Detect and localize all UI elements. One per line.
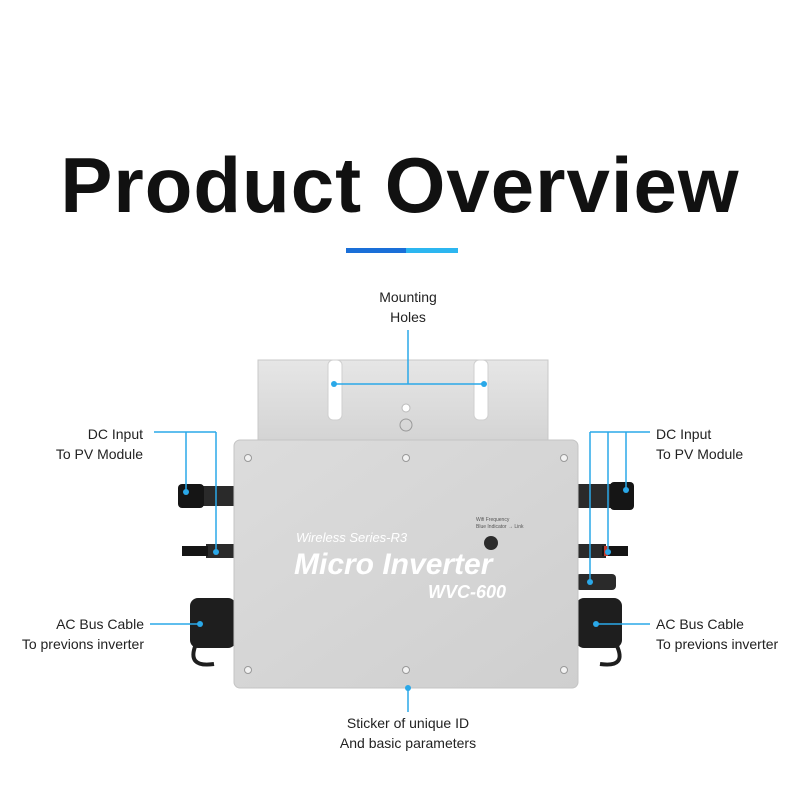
indicator-led	[484, 536, 498, 550]
callout-line: DC Input	[87, 426, 143, 442]
leader-dot	[331, 381, 337, 387]
device-series: Wireless Series-R3	[296, 530, 408, 545]
callout-dc-input-left: DC Input To PV Module	[20, 424, 143, 464]
ac-connector-right	[576, 598, 622, 667]
leader-dots	[183, 381, 629, 691]
dc-connector-left-lower	[182, 544, 236, 558]
device-small-print: Blue Indicator → Link	[476, 524, 524, 530]
device-name: Micro Inverter	[294, 548, 495, 581]
screw	[244, 454, 252, 462]
title-underline	[346, 248, 458, 253]
callout-line: AC Bus Cable	[656, 616, 744, 632]
callout-line: Holes	[390, 309, 426, 325]
callout-line: DC Input	[656, 426, 712, 442]
mounting-slot-right	[473, 359, 489, 421]
callout-line: To previons inverter	[656, 636, 779, 652]
callout-ac-bus-left: AC Bus Cable To previons inverter	[4, 614, 144, 654]
callout-line: Mounting	[379, 289, 437, 305]
callout-mounting-holes: Mounting Holes	[348, 287, 468, 327]
callout-ac-bus-right: AC Bus Cable To previons inverter	[656, 614, 798, 654]
screw	[560, 454, 568, 462]
underline-light-segment	[406, 248, 458, 253]
callout-sticker: Sticker of unique ID And basic parameter…	[318, 713, 498, 753]
screw	[560, 666, 568, 674]
ground-symbol	[399, 418, 413, 432]
leader-dot	[183, 489, 189, 495]
callout-dc-input-right: DC Input To PV Module	[656, 424, 796, 464]
screw	[244, 666, 252, 674]
callout-line: And basic parameters	[339, 735, 477, 751]
antenna-right	[576, 574, 616, 590]
underline-dark-segment	[346, 248, 406, 253]
leader-dot	[623, 487, 629, 493]
leader-dot	[481, 381, 487, 387]
screw	[402, 666, 410, 674]
leader-lines	[150, 330, 650, 712]
leader-dot	[593, 621, 599, 627]
callout-line: To PV Module	[656, 446, 744, 462]
ac-connector-left	[190, 598, 236, 667]
mounting-center-hole	[401, 403, 411, 413]
callout-line: To previons inverter	[21, 636, 144, 652]
page-title: Product Overview	[60, 141, 740, 229]
mounting-slot-left	[327, 359, 343, 421]
screw	[402, 454, 410, 462]
callout-line: Sticker of unique ID	[346, 715, 470, 731]
callout-line: AC Bus Cable	[56, 616, 144, 632]
callout-line: To PV Module	[55, 446, 143, 462]
leader-dot	[605, 549, 611, 555]
device-small-print: Wifi Frequency	[476, 517, 510, 523]
leader-dot	[197, 621, 203, 627]
leader-dot	[587, 579, 593, 585]
dc-connector-right-lower	[576, 544, 628, 558]
leader-dot	[213, 549, 219, 555]
mounting-plate	[257, 359, 549, 441]
device-model: WVC-600	[428, 582, 506, 602]
leader-dot	[405, 685, 411, 691]
